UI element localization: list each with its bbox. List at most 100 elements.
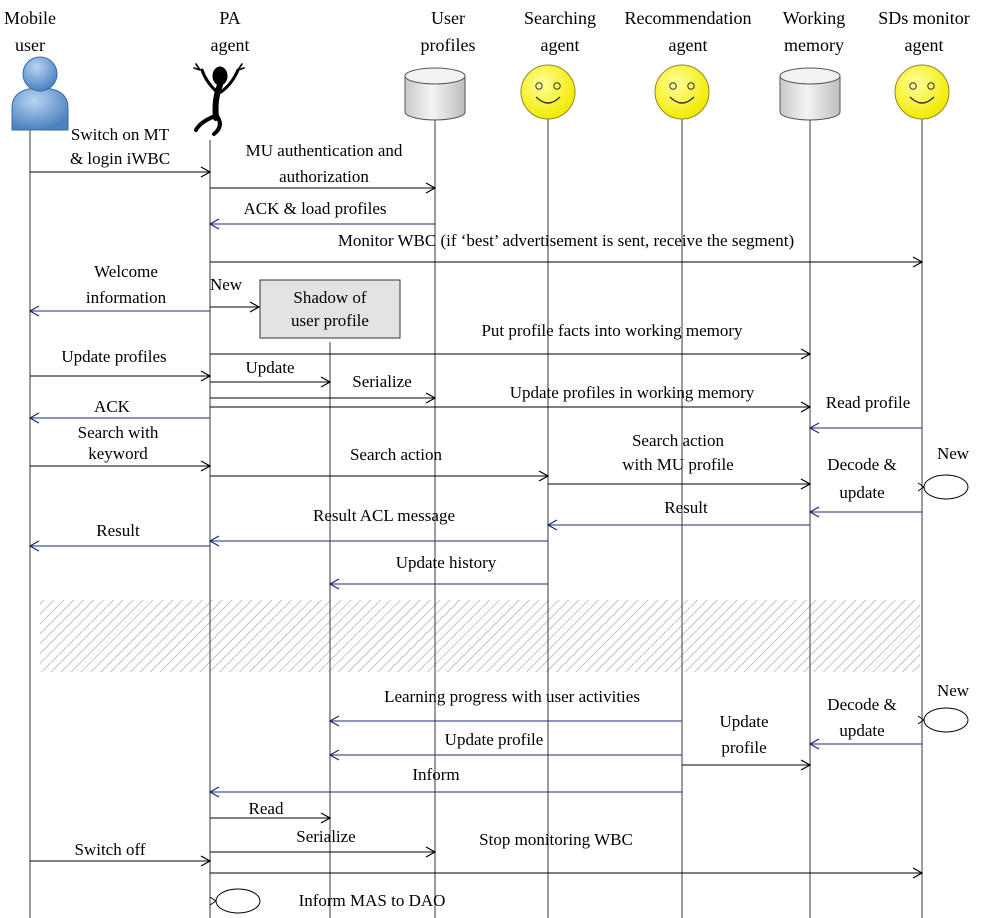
message-arrowhead — [800, 401, 812, 413]
message-ack: ACK — [28, 397, 210, 424]
message-arrowhead — [425, 846, 437, 858]
message-label: Result — [96, 521, 140, 540]
participant-label-working-memory: memory — [784, 35, 844, 55]
database-body — [404, 75, 466, 121]
message-read: Read — [210, 799, 332, 824]
message-label: Switch on MT — [71, 125, 170, 144]
message-read-profile: Read profile — [808, 393, 922, 434]
message-arrowhead — [320, 812, 332, 824]
message-decode-update-1: Decode & update — [808, 455, 922, 518]
message-arrowhead — [208, 535, 220, 547]
message-arrowhead — [200, 370, 212, 382]
message-arrowhead — [328, 749, 340, 761]
message-label: update — [839, 721, 884, 740]
smiley-mouth — [909, 96, 935, 104]
message-label: Update profiles — [61, 347, 166, 366]
smiley-mouth — [535, 96, 561, 104]
message-arrowhead — [538, 470, 550, 482]
participant-label-sds-monitor-agent: SDs monitor — [878, 8, 970, 28]
person-head — [22, 56, 58, 92]
self-loop-arrowhead — [917, 715, 925, 725]
message-update-shadow: Update — [210, 358, 332, 388]
message-arrowhead — [912, 867, 924, 879]
person-body — [11, 87, 69, 131]
message-label: Update profile — [445, 730, 544, 749]
participant-label-mobile-user: Mobile — [4, 8, 56, 28]
message-decode-update-2: Decode &update — [808, 695, 922, 750]
message-update-profile-shadow: Update profile — [328, 730, 682, 761]
message-arrowhead — [200, 855, 212, 867]
message-label: Inform MAS to DAO — [299, 891, 446, 910]
message-label: Search with — [78, 423, 159, 442]
message-label: with MU profile — [622, 455, 733, 474]
smiley-eye — [535, 82, 543, 90]
smiley-mouth — [669, 96, 695, 104]
message-label: Stop monitoring WBC — [479, 830, 633, 849]
stick-figure-arm — [219, 68, 240, 94]
message-arrowhead — [28, 540, 40, 552]
message-arrowhead — [808, 506, 820, 518]
message-arrowhead — [328, 578, 340, 590]
self-loop-arrow — [215, 888, 261, 914]
shadow-box-label: Shadow of — [293, 288, 367, 307]
smiley-icon — [894, 64, 950, 120]
message-arrowhead — [28, 412, 40, 424]
message-label: New — [210, 275, 243, 294]
message-result-wm: Result — [546, 498, 810, 531]
database-icon — [404, 67, 466, 121]
message-label: profile — [721, 738, 766, 757]
message-label: Learning progress with user activities — [384, 687, 640, 706]
message-label: Serialize — [352, 372, 411, 391]
database-top — [404, 67, 466, 85]
smiley-eye — [687, 82, 695, 90]
smiley-eye — [909, 82, 917, 90]
message-label: Update — [245, 358, 294, 377]
shadow-box-label: user profile — [291, 311, 369, 330]
message-new-loop-1: New — [917, 444, 970, 500]
message-update-profiles: Update profiles — [30, 347, 212, 382]
message-arrowhead — [546, 519, 558, 531]
message-label: New — [937, 444, 970, 463]
smiley-eye — [927, 82, 935, 90]
shadow-user-profile-box: Shadow of user profile — [259, 279, 401, 339]
person-icon — [11, 56, 69, 131]
participant-label-searching-agent: agent — [541, 35, 580, 55]
message-label: Update — [719, 712, 768, 731]
hatched-separator — [40, 600, 920, 672]
self-loop-arrow — [923, 707, 969, 733]
participant-label-recommendation-agent: Recommendation — [625, 8, 752, 28]
message-arrowhead — [425, 392, 437, 404]
message-update-history: Update history — [328, 553, 548, 590]
stick-figure-leg — [194, 114, 217, 132]
message-put-facts: Put profile facts into working memory — [210, 321, 812, 360]
message-label: & login iWBC — [70, 149, 170, 168]
message-label: ACK & load profiles — [243, 199, 386, 218]
message-arrowhead — [249, 301, 261, 313]
message-arrowhead — [328, 715, 340, 727]
self-loop-arrowhead — [917, 482, 925, 492]
participant-label-working-memory: Working — [783, 8, 846, 28]
self-loop-arrowhead — [209, 896, 217, 906]
message-serialize-1: Serialize — [210, 372, 437, 404]
stick-figure-leg — [212, 114, 222, 136]
message-label: Result ACL message — [313, 506, 455, 525]
message-switch-on: Switch on MT & login iWBC — [30, 125, 212, 178]
message-inform: Inform — [208, 765, 682, 798]
smiley-face — [894, 64, 950, 120]
message-label: update — [839, 483, 884, 502]
message-result-user: Result — [28, 521, 210, 552]
message-label: Serialize — [296, 827, 355, 846]
message-switch-off: Switch off — [30, 840, 212, 867]
smiley-face — [520, 64, 576, 120]
smiley-eye — [553, 82, 561, 90]
database-top — [779, 67, 841, 85]
message-label: Read — [249, 799, 284, 818]
smiley-icon — [520, 64, 576, 120]
message-label: Decode & — [827, 455, 896, 474]
message-label: Read profile — [826, 393, 911, 412]
participant-label-user-profiles: User — [431, 8, 465, 28]
message-arrowhead — [912, 256, 924, 268]
